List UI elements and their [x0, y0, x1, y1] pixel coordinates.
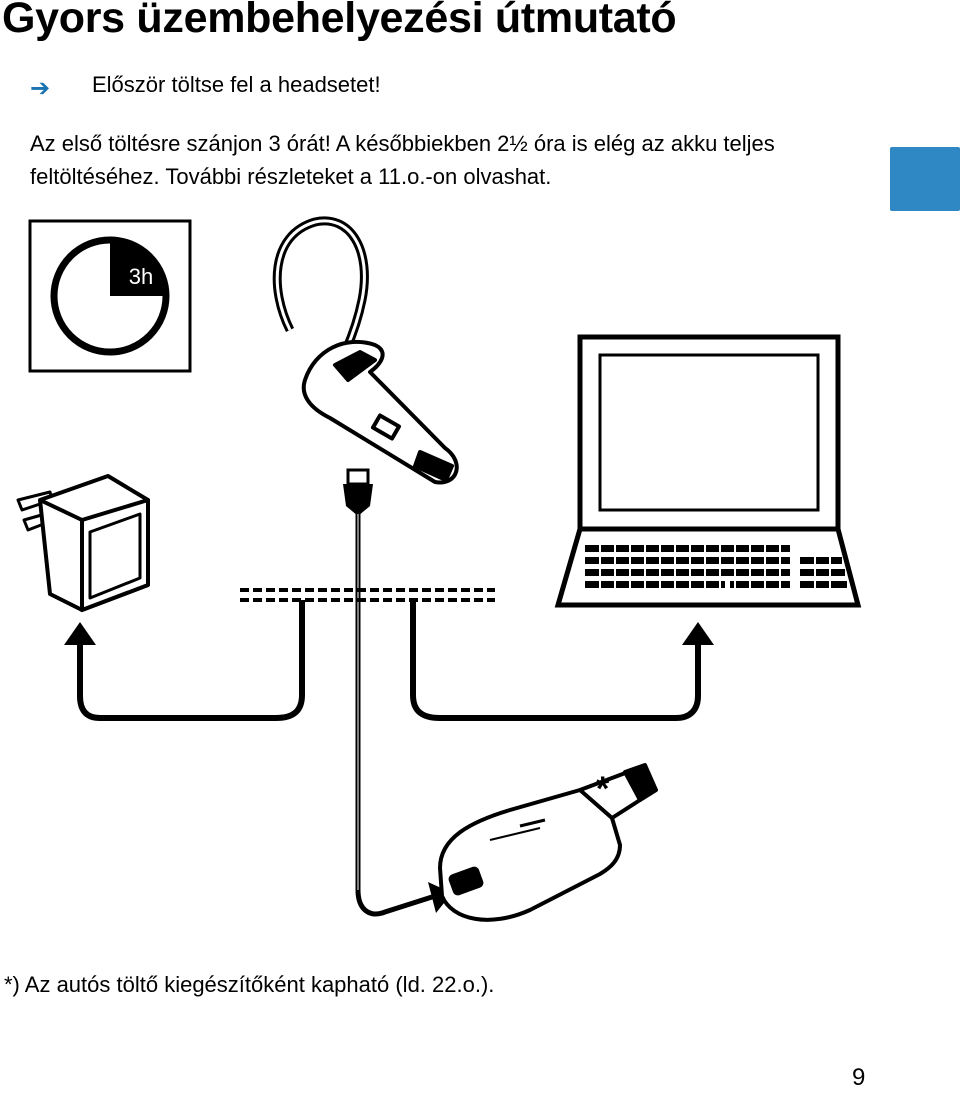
arrow-to-laptop: [410, 600, 714, 721]
chapter-tab-marker: [890, 147, 960, 211]
arrow-to-wall-charger: [64, 600, 305, 721]
arrow-right-icon: ➔: [30, 75, 51, 102]
car-charger-marker: *: [596, 770, 610, 808]
car-charger-icon: [438, 763, 658, 922]
clock-icon: [28, 219, 192, 373]
page-number: 9: [852, 1064, 866, 1091]
usb-cable-icon: [343, 468, 452, 917]
headset-icon: [272, 216, 459, 485]
footnote: *) Az autós töltő kiegészítőként kapható…: [4, 972, 495, 997]
instruction-text: Először töltse fel a headsetet!: [92, 72, 381, 97]
wall-charger-icon: [16, 474, 150, 612]
dashed-separator: [240, 588, 495, 602]
laptop-icon: [554, 334, 862, 608]
charging-paragraph: Az első töltésre szánjon 3 órát! A későb…: [30, 131, 775, 189]
page-title: Gyors üzembehelyezési útmutató: [2, 0, 677, 42]
clock-label: 3h: [128, 264, 154, 289]
